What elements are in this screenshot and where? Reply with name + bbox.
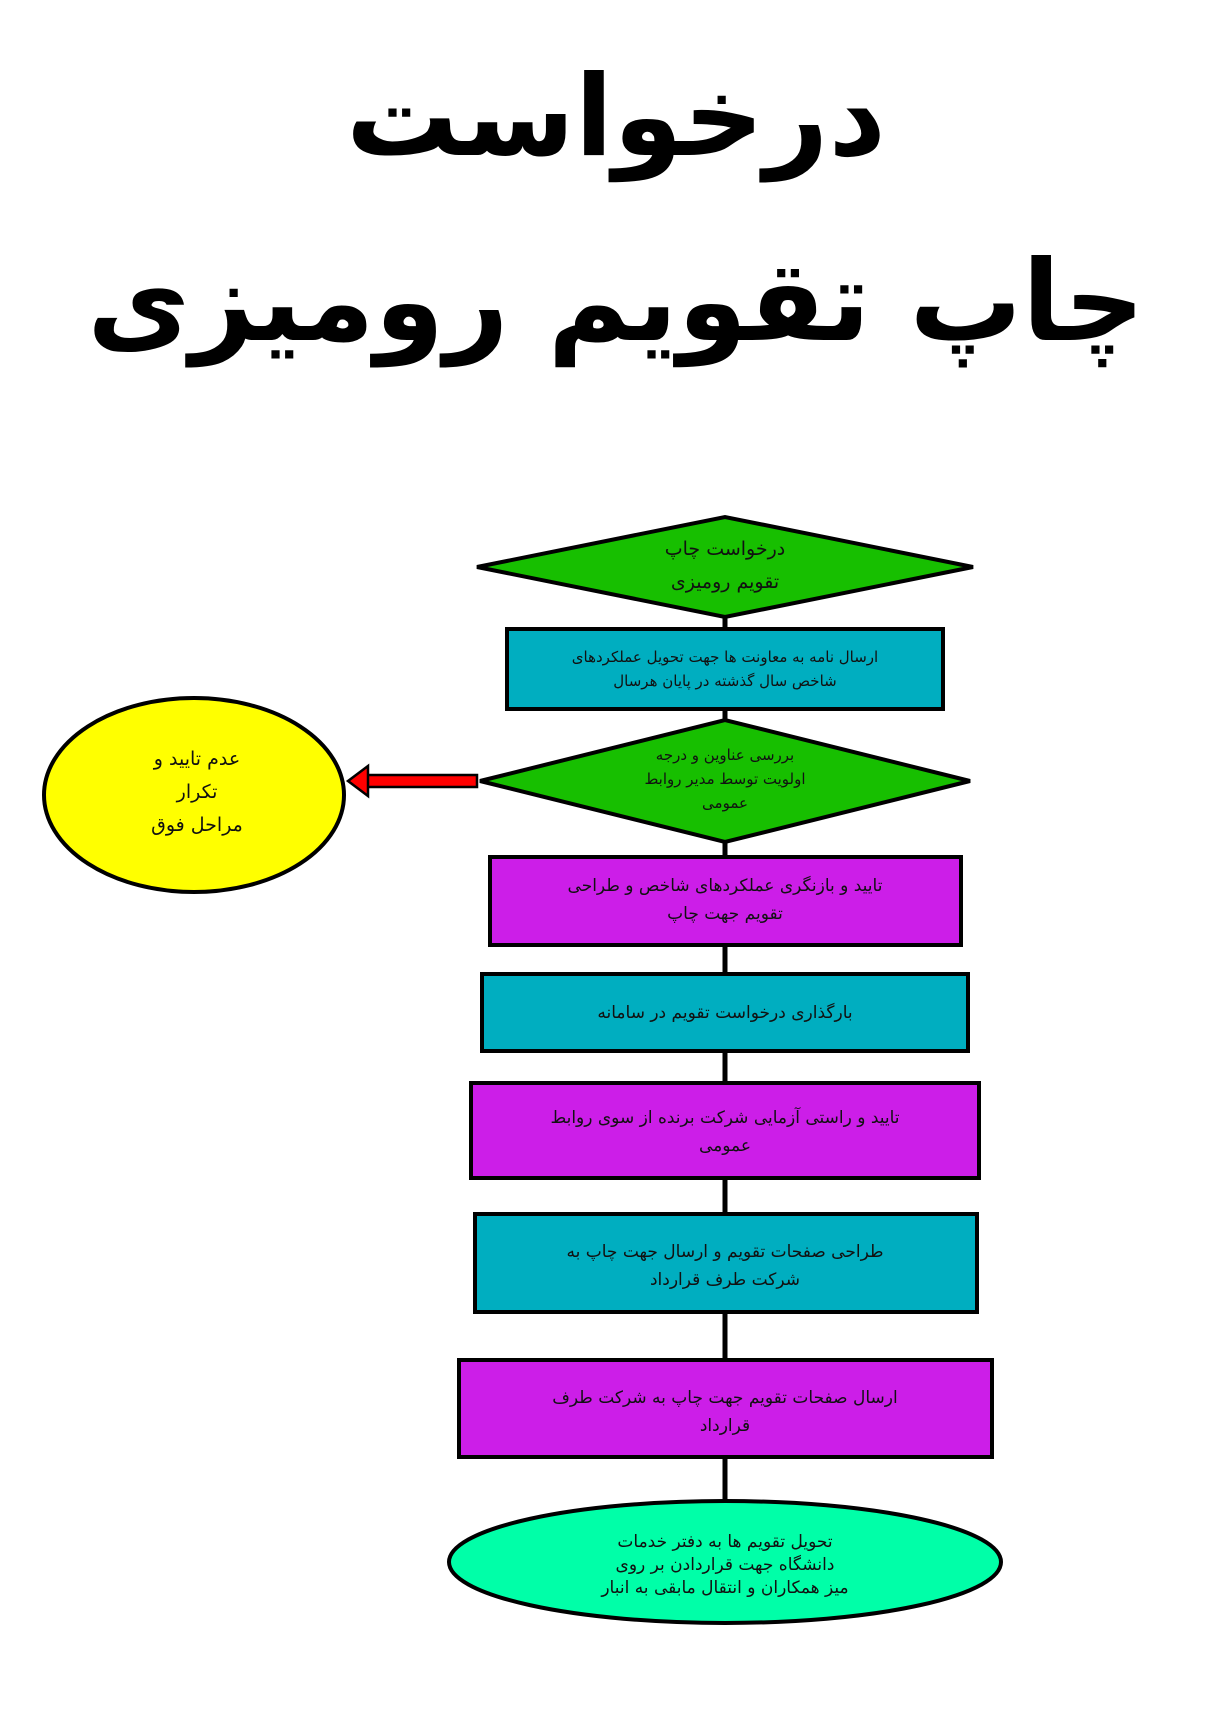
step5-text: طراحی صفحات تقویم و ارسال جهت چاپ به شرکت… — [567, 1242, 884, 1290]
decision-diamond — [479, 717, 971, 845]
step3-text: بارگذاری درخواست تقویم در سامانه — [597, 1002, 852, 1023]
step6-box — [457, 1358, 994, 1459]
decision-text-line: بررسی عناوین و درجه — [656, 746, 794, 764]
reject-ellipse — [42, 696, 346, 894]
step5-text-line: طراحی صفحات تقویم و ارسال جهت چاپ به — [567, 1242, 884, 1262]
step1-text-line: شاخص سال گذشته در پایان هرسال — [613, 672, 836, 691]
step4-text-line: عمومی — [699, 1136, 751, 1156]
step6-text-line: قرارداد — [700, 1416, 750, 1436]
step2-box — [488, 855, 963, 947]
start-diamond — [476, 514, 974, 620]
reject-text-line: تکرار — [176, 781, 218, 803]
decision-text-line: اولویت توسط مدیر روابط — [644, 770, 805, 788]
step1-text: ارسال نامه به معاونت ها جهت تحویل عملکرد… — [572, 648, 878, 691]
decision-text: بررسی عناوین و درجه اولویت توسط مدیر رواب… — [644, 746, 805, 812]
end-ellipse — [447, 1499, 1003, 1625]
step4-box — [469, 1081, 981, 1180]
reject-text-line: عدم تایید و — [153, 748, 240, 770]
step5-box — [473, 1212, 979, 1314]
step5-text-line: شرکت طرف قرارداد — [650, 1270, 800, 1290]
step3-text-line: بارگذاری درخواست تقویم در سامانه — [597, 1002, 852, 1023]
end-text-line: دانشگاه جهت قراردادن بر روی — [616, 1554, 835, 1575]
step1-box — [505, 627, 945, 711]
step1-text-line: ارسال نامه به معاونت ها جهت تحویل عملکرد… — [572, 648, 878, 666]
title-line2: چاپ تقویم رومیزی — [87, 237, 1145, 368]
end-text-line: میز همکاران و انتقال مابقی به انبار — [600, 1578, 848, 1598]
start-text: درخواست چاپ تقویم رومیزی — [665, 538, 786, 593]
reject-text-line: مراحل فوق — [151, 814, 243, 836]
end-text-line: تحویل تقویم ها به دفتر خدمات — [617, 1532, 832, 1552]
step6-text: ارسال صفحات تقویم جهت چاپ به شرکت طرف قرا… — [552, 1388, 897, 1436]
reject-arrow — [345, 763, 479, 799]
step2-text-line: تقویم جهت چاپ — [667, 904, 783, 924]
title-line1: درخواست — [346, 52, 886, 182]
step2-text-line: تایید و بازنگری عملکردهای شاخص و طراحی — [568, 875, 883, 896]
step6-text-line: ارسال صفحات تقویم جهت چاپ به شرکت طرف — [552, 1388, 897, 1408]
step4-text: تایید و راستی آزمایی شرکت برنده از سوی ر… — [550, 1106, 899, 1156]
start-text-line: تقویم رومیزی — [671, 571, 779, 593]
reject-text: عدم تایید و تکرار مراحل فوق — [151, 748, 243, 836]
step2-text: تایید و بازنگری عملکردهای شاخص و طراحی تق… — [568, 875, 883, 924]
step3-box — [480, 972, 970, 1053]
decision-text-line: عمومی — [702, 794, 748, 812]
step4-text-line: تایید و راستی آزمایی شرکت برنده از سوی ر… — [550, 1106, 899, 1128]
start-text-line: درخواست چاپ — [665, 538, 786, 560]
